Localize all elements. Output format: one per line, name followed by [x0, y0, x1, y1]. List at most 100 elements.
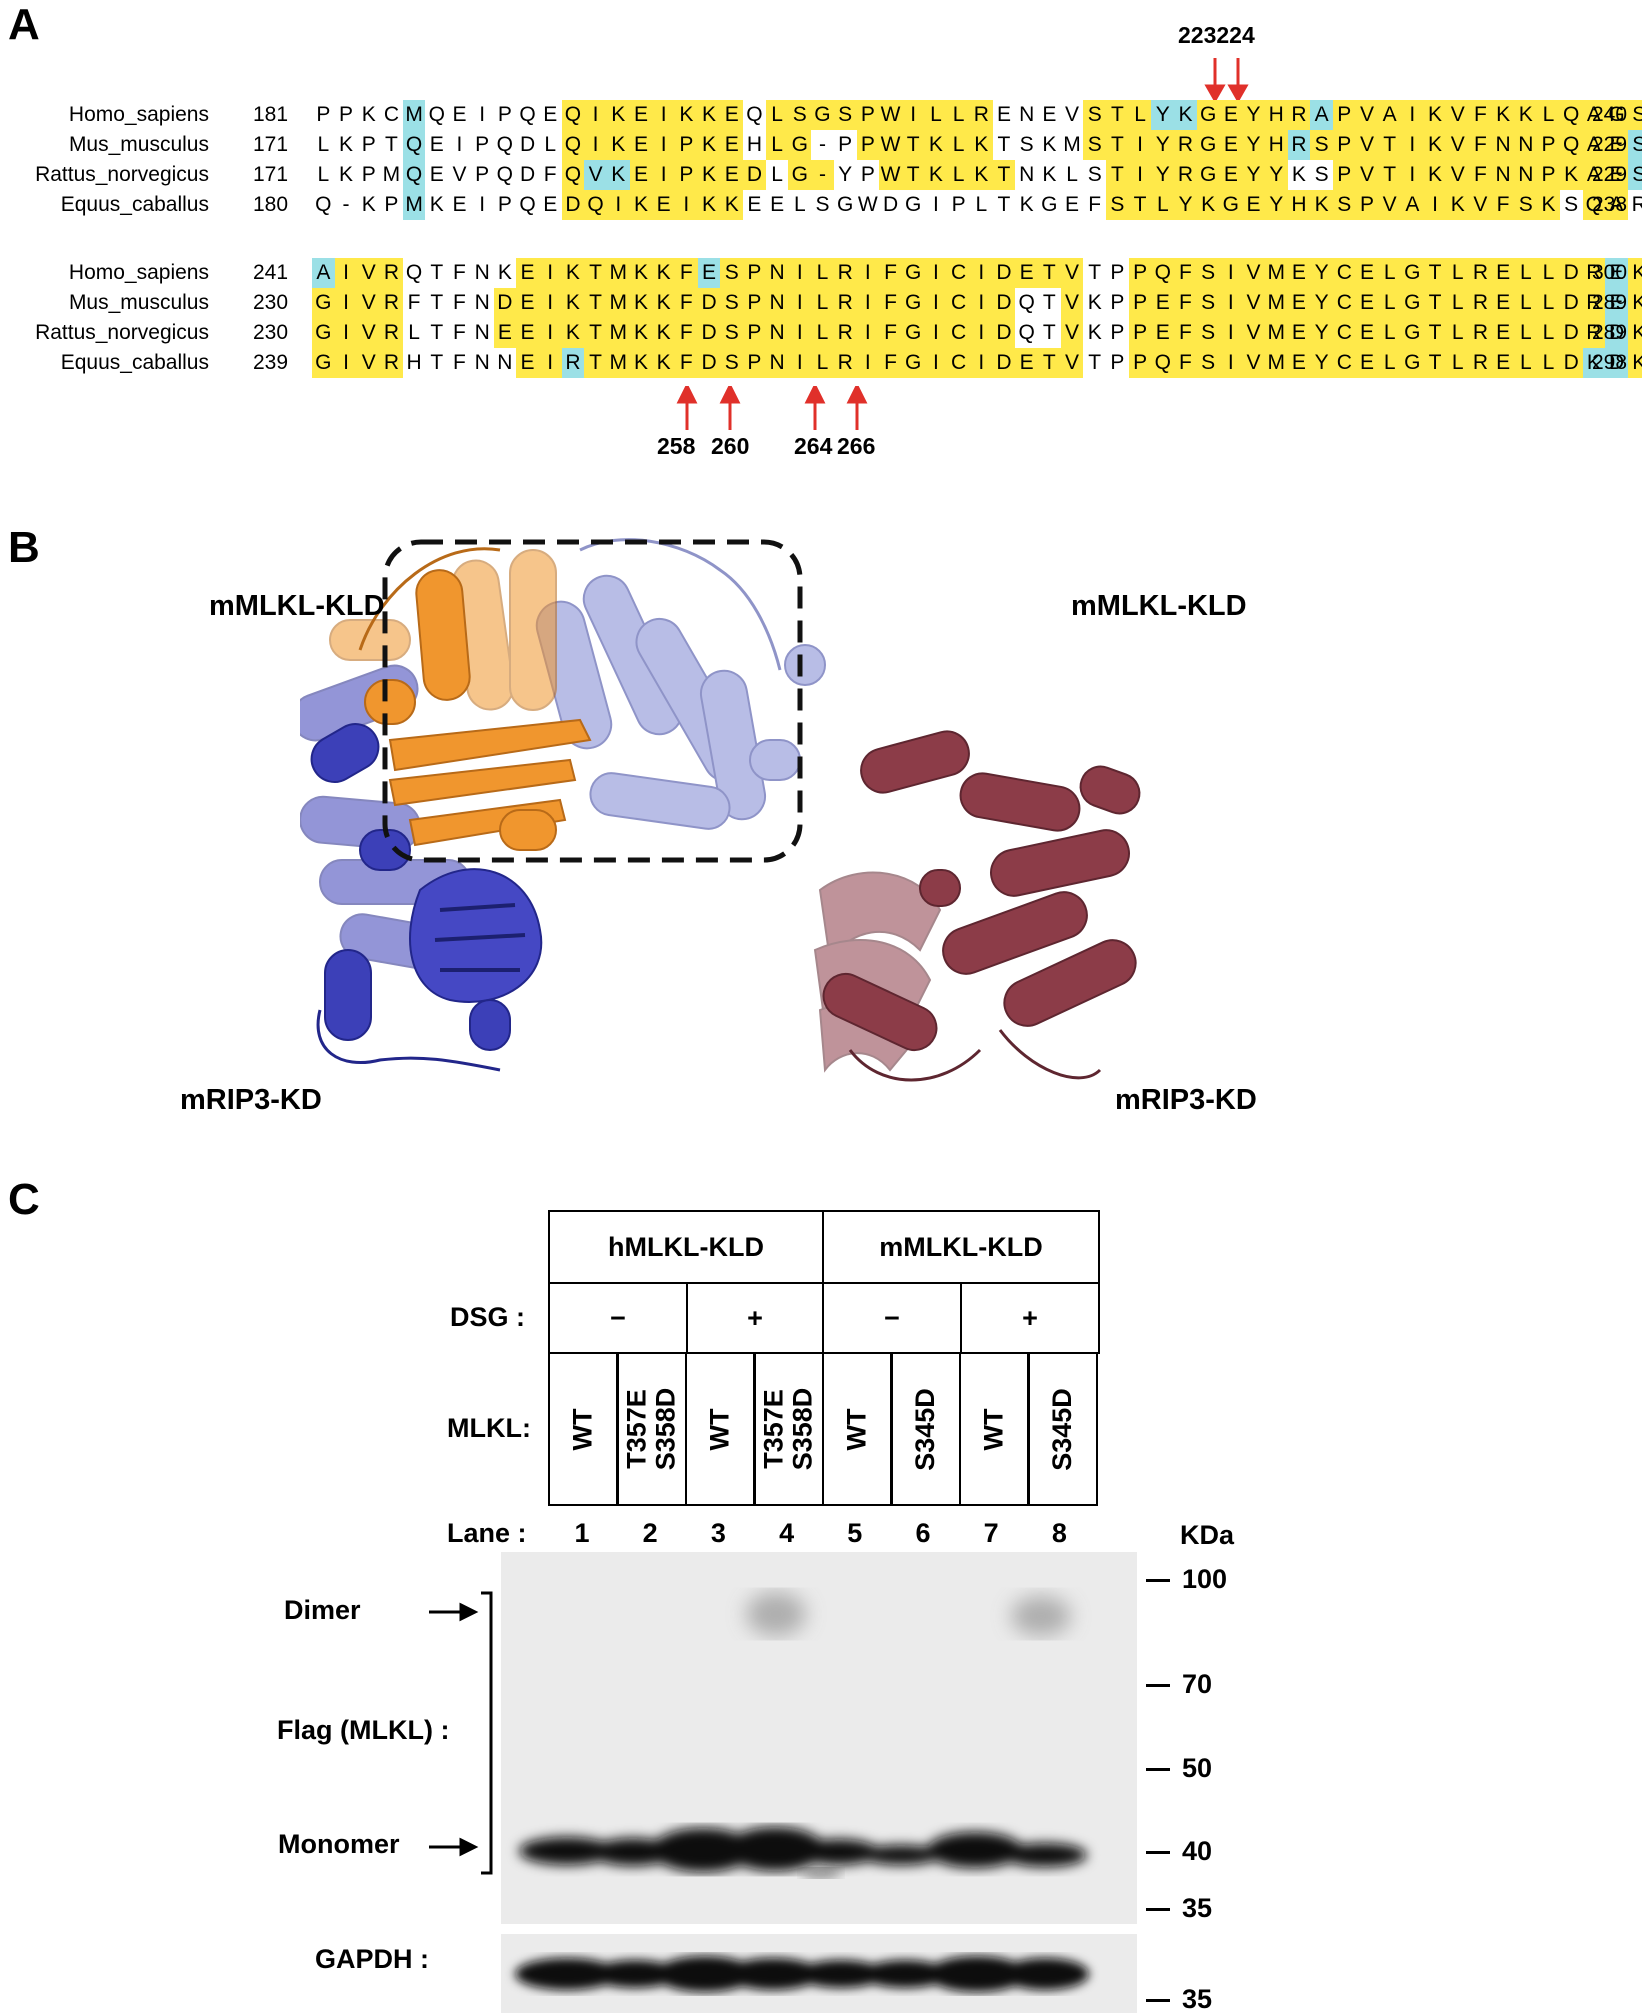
residue: T: [584, 348, 607, 378]
residue: I: [334, 288, 358, 318]
residue: K: [1423, 160, 1447, 190]
residue: E: [1287, 318, 1311, 348]
residue: K: [652, 348, 675, 378]
mlkl-variant-cell: WT: [685, 1352, 755, 1506]
residue: S: [720, 288, 744, 318]
residue: E: [747, 193, 762, 216]
residue: R: [1469, 288, 1492, 318]
residue: E: [629, 100, 653, 130]
residue: S: [720, 318, 744, 348]
residue: E: [1605, 288, 1628, 318]
residue: K: [1087, 321, 1102, 344]
residue: D: [1559, 258, 1583, 288]
residue: R: [1287, 130, 1311, 160]
residue: S: [1514, 190, 1538, 220]
residue: E: [1491, 348, 1515, 378]
residue: L: [544, 133, 557, 156]
residue: D: [697, 318, 721, 348]
residue: S: [1332, 190, 1356, 220]
residue: K: [675, 100, 698, 130]
residue: E: [1287, 258, 1311, 288]
residue: T: [384, 133, 398, 156]
residue: E: [1015, 258, 1038, 288]
residue: K: [629, 348, 653, 378]
residue: K: [429, 193, 444, 216]
residue: E: [1219, 100, 1243, 130]
residue: I: [652, 100, 675, 130]
residue: E: [1219, 160, 1243, 190]
marker-35: 35: [1146, 1893, 1212, 1924]
residue: P: [1110, 321, 1125, 344]
residue: D: [519, 163, 536, 186]
residue: V: [357, 288, 381, 318]
residue: G: [788, 130, 812, 160]
residue: Q: [496, 133, 514, 156]
residue: L: [1066, 163, 1078, 186]
residue: E: [1042, 103, 1057, 126]
residue: Q: [1151, 258, 1175, 288]
residue: T: [430, 261, 444, 284]
residue: T: [1378, 160, 1401, 190]
dsg-4: +: [960, 1282, 1100, 1354]
start-position: 181: [253, 103, 289, 126]
residue: F: [675, 348, 698, 378]
start-position: 171: [253, 133, 289, 156]
marker-100: 100: [1146, 1564, 1227, 1595]
residue: R: [1469, 258, 1492, 288]
residue: Q: [402, 130, 426, 160]
residue: L: [765, 100, 789, 130]
residue: E: [1491, 258, 1515, 288]
panel-b-letter: B: [8, 523, 40, 572]
residue: P: [1537, 160, 1560, 190]
residue: I: [788, 318, 812, 348]
mlkl-right-structure: [535, 538, 826, 830]
residue: M: [402, 190, 426, 220]
residue: G: [1605, 100, 1628, 130]
residue: D: [697, 288, 721, 318]
residue: P: [743, 288, 766, 318]
residue: E: [1605, 258, 1628, 288]
mlkl-variant-cell: S345D: [1027, 1352, 1098, 1506]
residue: G: [1401, 318, 1424, 348]
residue: F: [1469, 100, 1492, 130]
residue: R: [1287, 100, 1311, 130]
residue: Q: [584, 190, 607, 220]
rip3-right-structure: [813, 730, 1141, 1082]
residue: I: [1219, 318, 1243, 348]
mlkl-variant-cell: WT: [822, 1352, 892, 1506]
dsg-3: −: [822, 1282, 962, 1354]
residue: E: [652, 190, 675, 220]
residue: E: [516, 288, 539, 318]
residue: V: [1060, 348, 1084, 378]
marker-40: 40: [1146, 1836, 1212, 1867]
residue: K: [629, 288, 653, 318]
residue: K: [606, 160, 630, 190]
residue: G: [312, 348, 335, 378]
residue: K: [1627, 318, 1642, 348]
residue: I: [538, 288, 562, 318]
species-name: Equus_caballus: [60, 193, 209, 216]
residue: F: [879, 318, 902, 348]
residue: P: [497, 193, 512, 216]
residue: E: [720, 160, 744, 190]
residue: E: [1355, 288, 1379, 318]
residue: K: [1559, 160, 1583, 190]
residue: E: [516, 348, 539, 378]
residue: S: [1310, 130, 1333, 160]
end-position: 238: [1592, 193, 1628, 216]
residue: R: [1582, 318, 1606, 348]
mlkl-variant-text: T357E S358D: [758, 1387, 818, 1471]
residue: E: [1065, 193, 1080, 216]
residue: V: [1060, 318, 1084, 348]
residue: G: [788, 160, 812, 190]
end-position: 289: [1592, 321, 1628, 344]
residue: S: [1019, 133, 1034, 156]
residue: I: [932, 193, 939, 216]
residue: Y: [1264, 160, 1288, 190]
label-rip3-right: mRIP3-KD: [1115, 1084, 1257, 1116]
residue: S: [1083, 100, 1107, 130]
bottom-red-arrows: [676, 386, 868, 430]
residue: E: [516, 318, 539, 348]
